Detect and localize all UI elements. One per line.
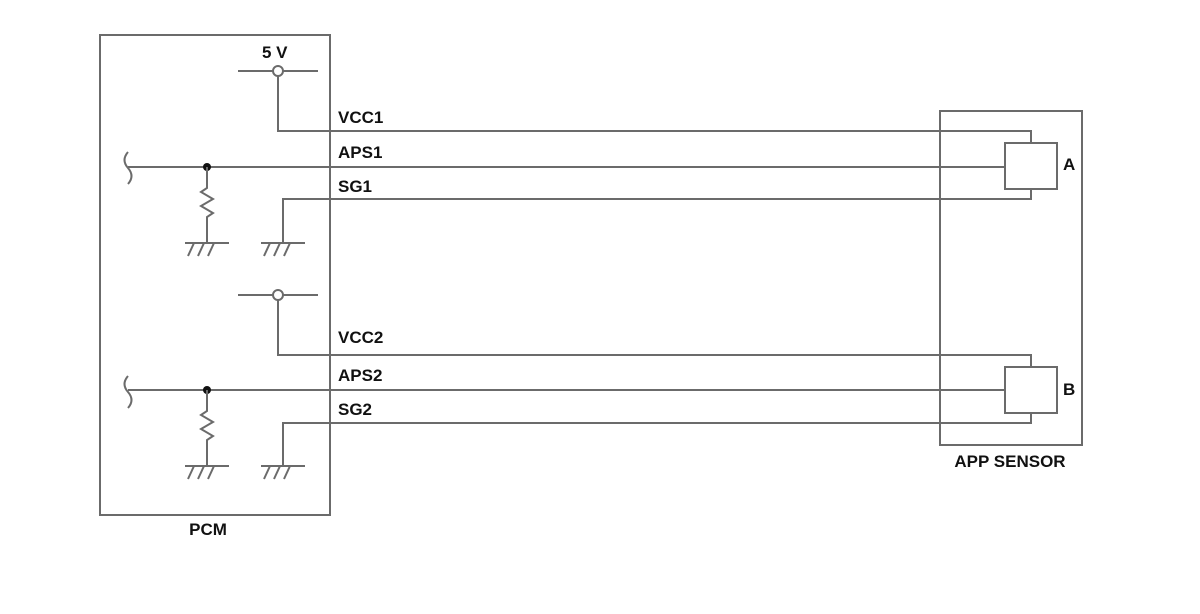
app-sensor-box	[939, 110, 1083, 446]
vcc2-label: VCC2	[338, 328, 383, 347]
sensor-element-b	[1004, 366, 1058, 414]
supply-terminal-1	[272, 65, 284, 77]
ground-symbol-1a	[185, 242, 229, 257]
aps1-label: APS1	[338, 143, 382, 162]
element-a-label: A	[1063, 155, 1075, 174]
ground-symbol-2a	[185, 465, 229, 480]
vcc1-wire	[277, 76, 1032, 143]
supply-terminal-2	[272, 289, 284, 301]
app-sensor-label: APP SENSOR	[954, 452, 1065, 471]
ground-symbol-1b	[261, 242, 305, 257]
ground-symbol-2b	[261, 465, 305, 480]
pull-down-resistor-1	[199, 167, 215, 243]
pcm-label: PCM	[189, 520, 227, 539]
element-b-label: B	[1063, 380, 1075, 399]
vcc1-label: VCC1	[338, 108, 383, 127]
sg1-label: SG1	[338, 177, 372, 196]
sg2-wire	[282, 413, 1032, 466]
pcm-box	[99, 34, 331, 516]
sensor-element-a	[1004, 142, 1058, 190]
sg1-wire	[282, 189, 1032, 243]
supply-label: 5 V	[262, 43, 288, 62]
sg2-label: SG2	[338, 400, 372, 419]
aps2-label: APS2	[338, 366, 382, 385]
pull-down-resistor-2	[199, 390, 215, 466]
break-mark-2	[123, 375, 133, 409]
vcc2-wire	[277, 300, 1032, 367]
